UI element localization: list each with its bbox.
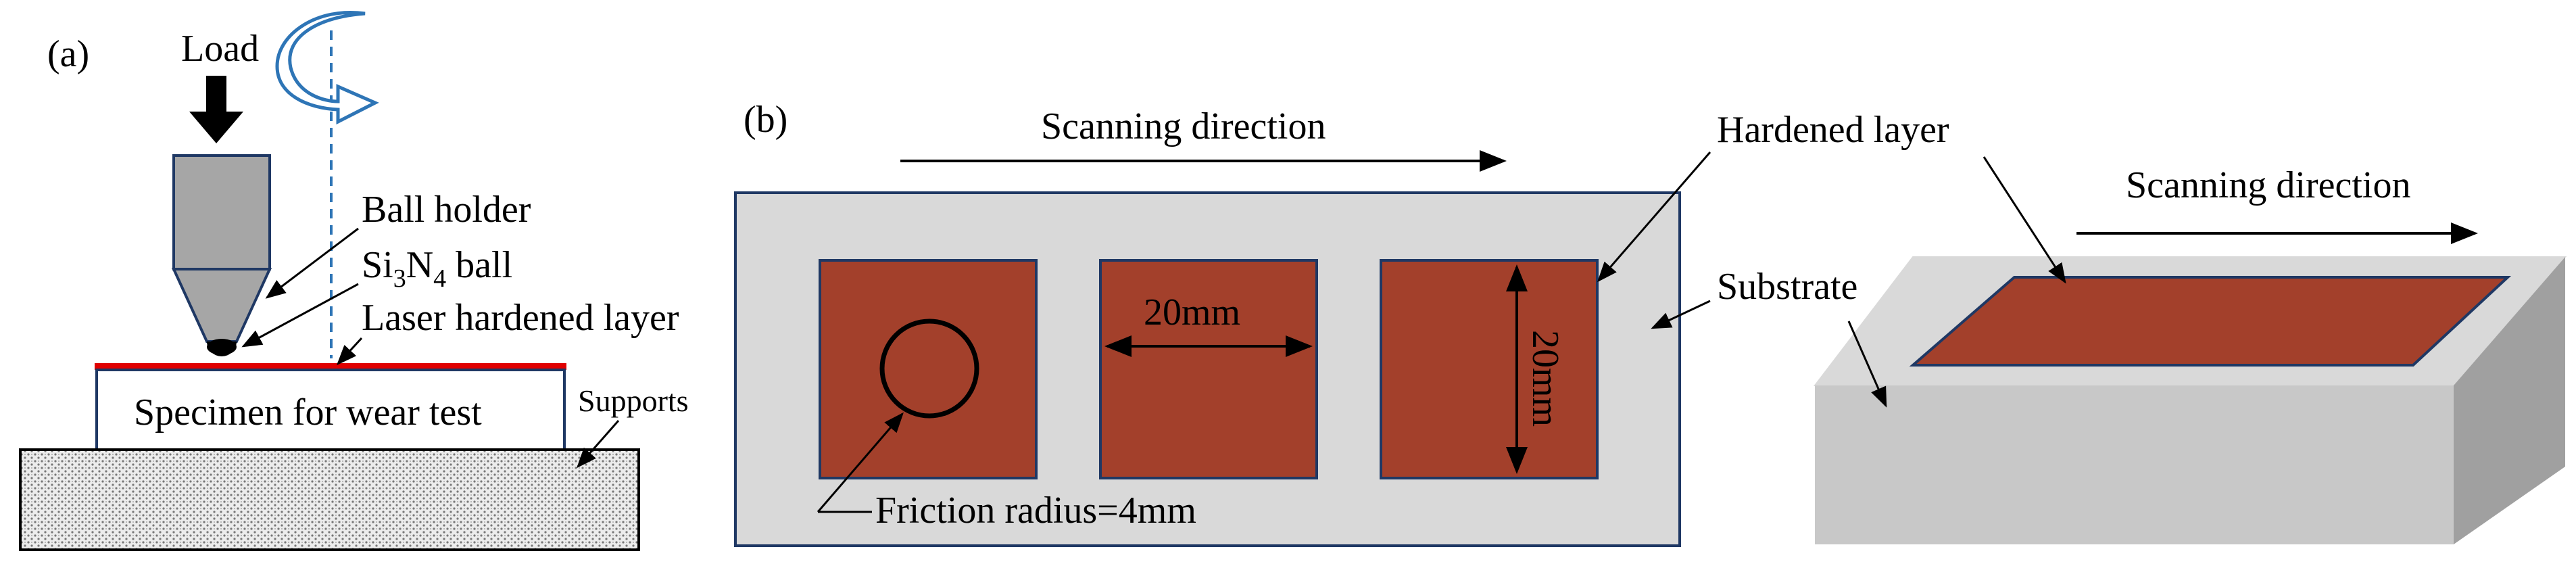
hardened-leader-top [1597, 151, 1711, 283]
ball-leader [241, 283, 359, 348]
supports-block [19, 448, 640, 551]
ball-holder-tip [171, 268, 272, 343]
ball-label: Si3N4 ball [362, 244, 512, 293]
scan-direction-label-3d: Scanning direction [2126, 164, 2410, 206]
substrate-label: Substrate [1717, 266, 1857, 308]
friction-radius-label: Friction radius=4mm [875, 490, 1196, 532]
si3n4-ball-cap [207, 339, 237, 355]
specimen-label: Specimen for wear test [134, 392, 482, 433]
scan-direction-label: Scanning direction [1041, 105, 1326, 147]
substrate-side-face [2454, 257, 2565, 544]
height-dimension-label: 20mm [1524, 330, 1566, 427]
substrate-leader-top [1651, 300, 1711, 329]
panel-b-top-view: (b) Scanning direction Friction radius=4… [734, 99, 1949, 547]
panel-b-label: (b) [744, 99, 787, 141]
hardened-square-3 [1380, 259, 1599, 479]
ball-holder-label: Ball holder [362, 189, 531, 231]
hardened-leader-3d [1983, 156, 2066, 284]
ball-holder [172, 154, 271, 270]
rotation-arrow-icon [275, 11, 379, 125]
hardened-square-1 [819, 259, 1038, 479]
friction-circle [879, 319, 979, 419]
friction-leader-diag [817, 412, 904, 513]
ball-holder-leader [265, 227, 359, 299]
hardened-layer-3d [1909, 276, 2512, 367]
hardened-layer-label: Hardened layer [1717, 109, 1949, 151]
load-label: Load [181, 28, 259, 70]
layer-label: Laser hardened layer [362, 297, 679, 339]
supports-label: Supports [578, 383, 689, 418]
supports-leader [577, 420, 620, 469]
hardened-square-2 [1099, 259, 1318, 479]
specimen-block [95, 369, 566, 451]
substrate-leader-3d [1847, 321, 1887, 408]
load-arrow-icon [189, 76, 243, 143]
panel-a: (a) Load Specimen for wear test Ball hol… [19, 11, 689, 551]
panel-a-label: (a) [47, 33, 89, 75]
panel-b-3d-view: Scanning direction [1813, 156, 2567, 544]
width-dimension-label: 20mm [1144, 291, 1240, 333]
substrate-front-face [1815, 385, 2454, 544]
layer-leader [336, 337, 363, 366]
